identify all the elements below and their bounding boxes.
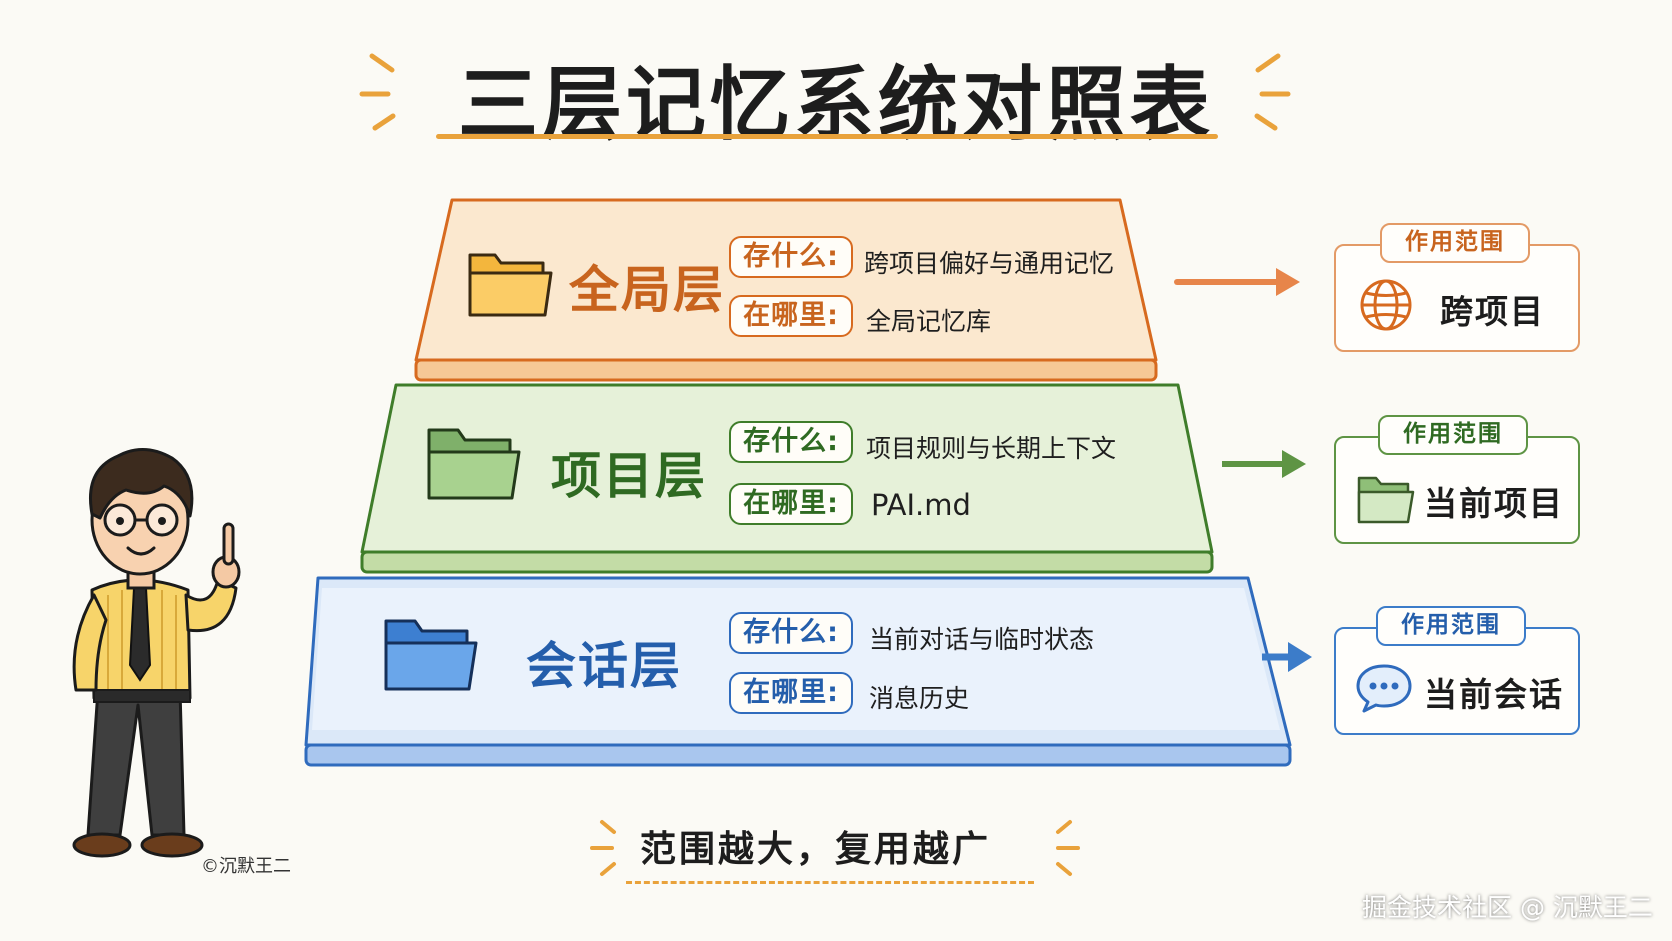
what-label: 存什么: (729, 421, 853, 463)
what-value: 当前对话与临时状态 (869, 625, 1095, 654)
where-label: 在哪里: (729, 295, 853, 337)
cartoon-character-illustration (72, 448, 241, 858)
motto-text: 范围越大，复用越广 (640, 829, 992, 870)
tier-name-global: 全局层 (569, 261, 725, 319)
scope-tag: 作用范围 (1380, 223, 1530, 263)
globe-icon (1360, 279, 1412, 331)
where-label: 在哪里: (729, 483, 853, 525)
tier-global-block (414, 198, 1158, 382)
motto-sparkles (590, 820, 1080, 876)
what-label: 存什么: (729, 236, 853, 278)
what-value: 跨项目偏好与通用记忆 (864, 249, 1115, 278)
tier-name-project: 项目层 (551, 447, 707, 505)
copyright-text: ©沉默王二 (201, 856, 291, 877)
folder-icon (427, 428, 521, 500)
scope-tag: 作用范围 (1376, 606, 1526, 646)
scope-value-project: 当前项目 (1424, 484, 1564, 523)
watermark: 掘金技术社区 @ 沉默王二 (1362, 893, 1653, 922)
scope-tag: 作用范围 (1378, 415, 1528, 455)
title-sparkles (359, 53, 1291, 131)
tier-session-block (304, 576, 1292, 767)
arrow-global (1174, 268, 1300, 296)
arrow-session (1262, 642, 1312, 672)
where-value: PAI.md (871, 488, 971, 522)
folder-icon (1357, 476, 1415, 524)
where-value: 全局记忆库 (866, 307, 992, 336)
what-value: 项目规则与长期上下文 (866, 434, 1117, 463)
chat-bubble-icon (1356, 664, 1412, 713)
scope-value-global: 跨项目 (1440, 292, 1545, 331)
where-label: 在哪里: (729, 672, 853, 714)
arrow-project (1222, 450, 1306, 478)
what-label: 存什么: (729, 612, 853, 654)
tier-name-session: 会话层 (526, 637, 682, 695)
where-value: 消息历史 (869, 684, 970, 713)
title-underline (436, 134, 1218, 139)
tier-project-block (360, 383, 1214, 574)
scope-value-session: 当前会话 (1424, 675, 1564, 714)
folder-icon (384, 619, 478, 691)
folder-icon (468, 253, 553, 317)
motto-underline (626, 881, 1034, 884)
